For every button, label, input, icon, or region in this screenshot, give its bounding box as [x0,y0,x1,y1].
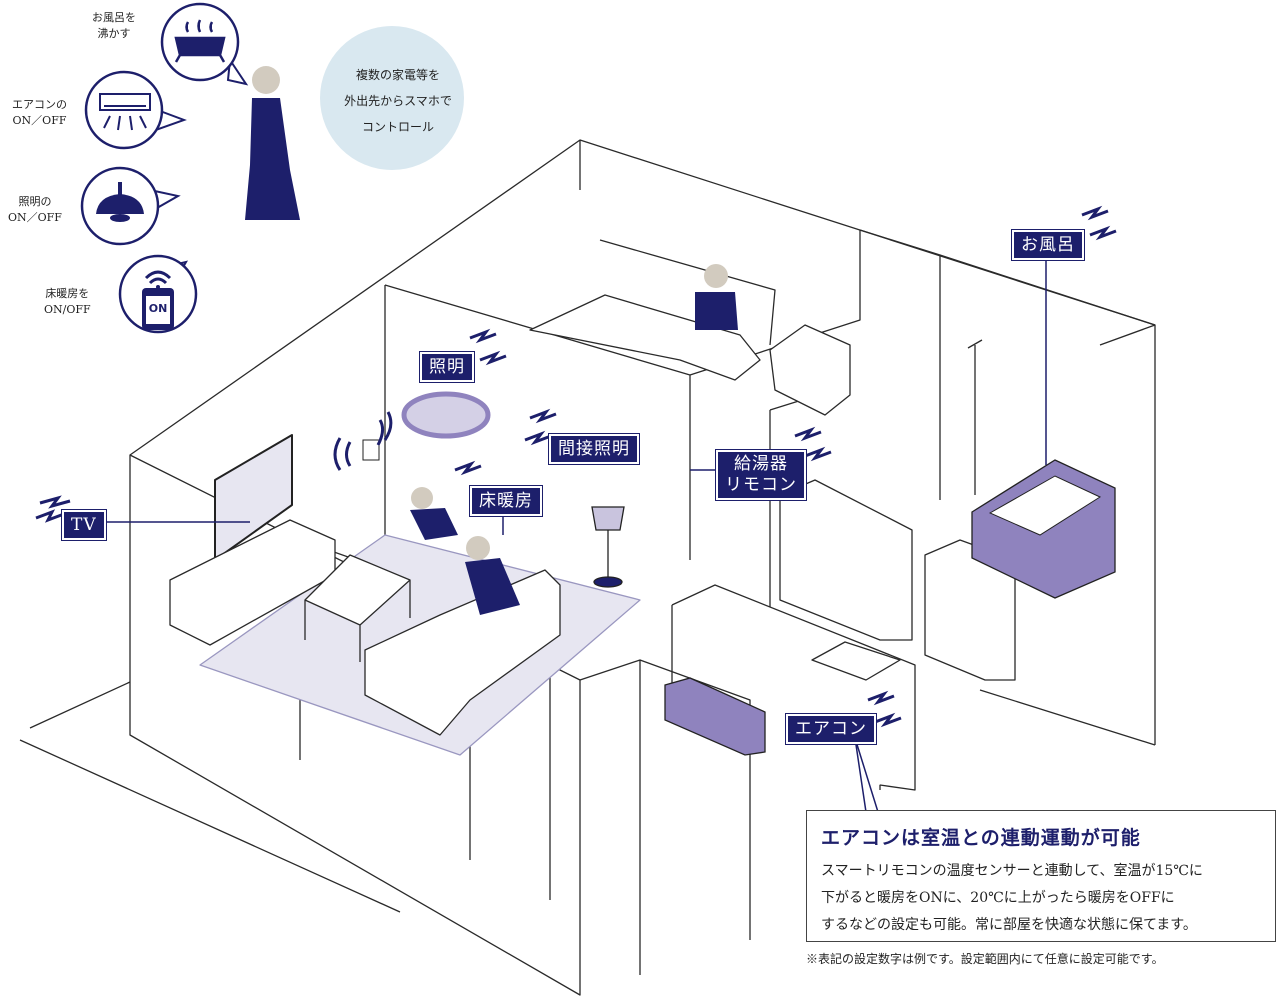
note-title: エアコンは室温との連動運動が可能 [821,827,1141,849]
label-lighting: 照明 [419,351,475,383]
note-body: スマートリモコンの温度センサーと連動して、室温が15℃に 下がると暖房をONに、… [821,858,1261,939]
control-icon-2 [84,70,187,150]
air-conditioner-icon [99,93,151,131]
child [410,508,458,540]
note-line: するなどの設定も可能。常に部屋を快適な状態に保てます。 [821,917,1197,933]
air-conditioner-unit [664,677,766,756]
control-icon-4 [118,254,198,334]
speech-bubble [320,26,464,170]
control-icon-1 [160,2,249,86]
footnote: ※表記の設定数字は例です。設定範囲内にて任意に設定可能です。 [806,952,1164,966]
back-wall-left [129,139,581,456]
tv-screen [214,434,293,561]
person-bed-head [704,264,728,288]
people [245,66,738,615]
floor-edge [19,681,401,913]
coffee-table [304,554,411,662]
label-bath: お風呂 [1011,229,1085,261]
bedside-cabinet [769,324,851,416]
note-line: スマートリモコンの温度センサーと連動して、室温が15℃に [821,863,1203,879]
on-button-text: ON [148,302,168,315]
woman-standing-head [252,66,280,94]
outer-wall-left [129,454,581,996]
phone-on-icon [142,270,174,330]
label-water-heater-remote: 給湯器 リモコン [715,449,807,501]
label-floor-heating: 床暖房 [469,485,543,517]
person-bed [695,292,738,330]
caption-lighting: 照明の ON／OFF [8,195,62,224]
aircon-callout-line [854,737,879,813]
caption-floor-heating: 床暖房を ON/OFF [44,287,91,316]
ceiling-light [401,391,491,439]
note-line: 下がると暖房をONに、20℃に上がったら暖房をOFFに [821,890,1175,906]
right-wall [979,324,1156,746]
aircon-note-box: エアコンは室温との連動運動が可能 スマートリモコンの温度センサーと連動して、室温… [806,810,1276,942]
caption-aircon: エアコンの ON／OFF [12,98,67,127]
pendant-light-icon [96,182,144,222]
floor-lamp [591,506,625,588]
child-head [411,487,433,509]
vanity-sink [779,479,913,641]
control-icon-3 [80,166,181,246]
label-aircon: エアコン [785,713,877,745]
bathtub-icon [174,19,226,63]
cooktop [811,641,901,681]
bathtub-inner [988,475,1102,536]
smart-remote-device [333,411,393,471]
label-tv: TV [61,509,107,541]
mother-head [466,536,490,560]
shower-pole [967,339,983,495]
signal-bolts [35,205,1117,728]
mother [465,558,520,615]
sofa [364,569,561,736]
caption-bath: お風呂を 沸かす [92,11,136,40]
washing-machine [924,539,1016,681]
label-indirect-lighting: 間接照明 [548,433,640,465]
partition-2 [859,229,1156,500]
bed [529,239,776,381]
woman-standing [245,98,300,220]
bubble-text: 複数の家電等を 外出先からスマホで コントロール [344,68,452,134]
